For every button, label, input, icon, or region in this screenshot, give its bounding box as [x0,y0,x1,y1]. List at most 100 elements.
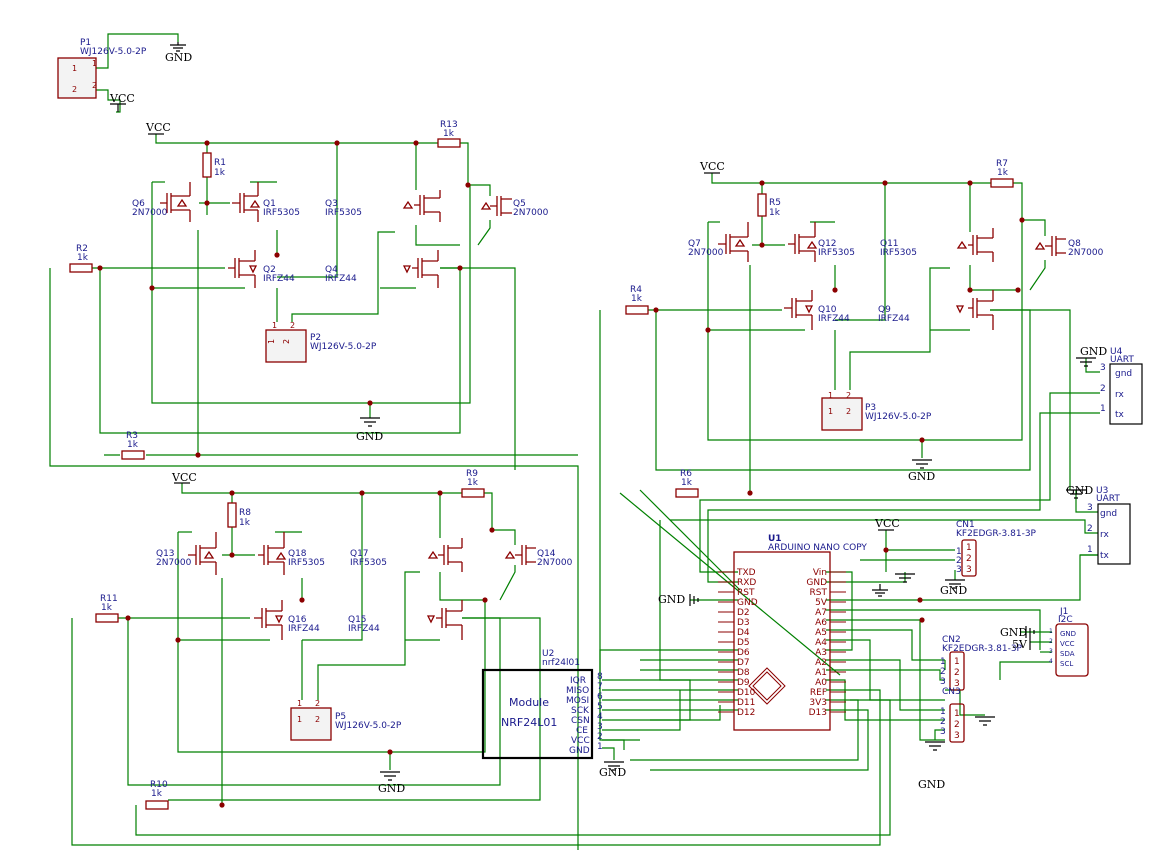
junction-dot [229,490,235,496]
gnd-symbol-p1: GND [165,42,192,64]
gnd-symbol-cn2 [975,716,995,726]
r2-value: 1k [77,253,89,263]
junction-dot [759,180,765,186]
p2-ref: P2 [310,333,321,343]
q8-ref: Q8 [1068,239,1081,249]
cn3-ref: CN3 [942,687,961,697]
p5-pin1-num: 1 [297,699,302,708]
u3-pin-tx: tx [1100,551,1110,561]
5v-label: 5V [1012,638,1028,651]
cn3-pin3-inner: 3 [954,731,960,741]
junction-dot [229,552,235,558]
p5-pin2: 2 [315,715,320,724]
r13-value: 1k [443,129,455,139]
p3-ref: P3 [865,403,876,413]
p3-value: WJ126V-5.0-2P [865,412,932,422]
gnd-symbol-u3: GND [1066,484,1093,499]
connector-p2: 1 2 1 2 P2 WJ126V-5.0-2P [265,321,377,363]
junction-dot [465,182,471,188]
mosfet-q7: Q7 2N7000 [688,222,749,262]
junction-dot [149,285,155,291]
connector-cn3: CN3 1 2 3 1 2 3 [940,687,965,743]
vcc-symbol-p1: VCC [109,92,135,112]
nano-pin-d13: D13 [809,708,827,718]
u2-pinnum-6: 6 [597,692,603,702]
junction-dot [334,140,340,146]
gnd-label: GND [1000,626,1027,639]
junction-dot [175,637,181,643]
j1-pin-scl: SCL [1060,660,1073,668]
p2-pin2-num: 2 [290,321,295,330]
p2-value: WJ126V-5.0-2P [310,342,377,352]
q9-value: IRFZ44 [878,314,910,324]
nano-pin-rst: RST [737,588,755,598]
u2-pin-sck: SCK [571,706,590,716]
q12-ref: Q12 [818,239,837,249]
vcc-symbol-nano: VCC [874,517,900,531]
u4-ref: U4 [1110,347,1123,357]
junction-dot [1015,287,1021,293]
r6-ref: R6 [680,469,692,479]
p1-value: WJ126V-5.0-2P [80,47,147,57]
resistor-r7: R7 1k [990,159,1014,188]
u4-pin3: 3 [1100,363,1106,373]
mosfet-q4: Q4 IRFZ44 [325,250,439,288]
gnd-label: GND [1066,484,1093,497]
gnd-symbol-j1: GND [1000,626,1035,639]
cn3-pin1-inner: 1 [954,709,960,719]
junction-dot [413,140,419,146]
r1-value: 1k [214,168,226,178]
junction-dot [299,597,305,603]
resistor-r6: R6 1k [675,469,699,498]
p3-pin2: 2 [846,391,851,400]
r7-ref: R7 [996,159,1008,169]
cn2-pin3: 3 [940,677,946,687]
u2-title-2: NRF24L01 [501,716,557,729]
arduino-nano-u1: U1 ARDUINO NANO COPY TXDRXDRSTGNDD2D3D4D… [718,534,867,731]
r7-value: 1k [997,168,1009,178]
gnd-label: GND [356,430,383,443]
u2-pinnum-7: 7 [597,682,603,692]
nano-pin-d9: D9 [737,678,750,688]
uart-u4: U4 UART gnd rx tx 3 2 1 [1100,347,1143,425]
nano-pin-d4: D4 [737,628,750,638]
nano-pin-d7: D7 [737,658,750,668]
p2-pin1-num: 1 [272,321,277,330]
junction-dot [125,615,131,621]
u1-ref: U1 [768,534,782,544]
u2-pin-gnd: GND [569,746,590,756]
cn2-ref: CN2 [942,635,961,645]
gnd-symbol-b2: GND [908,459,935,483]
gnd-label: GND [1080,345,1107,358]
junction-dot [457,265,463,271]
q3-ref: Q3 [325,199,338,209]
q13-value: 2N7000 [156,558,192,568]
vcc-label: VCC [145,121,171,134]
p1-ref: P1 [80,38,91,48]
junction-dot [482,597,488,603]
nano-pin-d12: D12 [737,708,755,718]
cn2-pin2: 2 [940,667,946,677]
junction-dot [274,252,280,258]
j1-ref: J1 [1059,607,1068,617]
r8-value: 1k [239,518,251,528]
wires [49,33,1100,850]
q7-ref: Q7 [688,239,701,249]
p3-pin2-inner: 2 [846,407,851,416]
mosfet-q10: Q10 IRFZ44 [784,290,850,330]
u4-pin-gnd: gnd [1115,369,1132,379]
q11-ref: Q11 [880,239,899,249]
cn3-pin3: 3 [940,727,946,737]
j1-pin-gnd: GND [1060,630,1076,638]
q4-ref: Q4 [325,265,338,275]
mosfet-q14: Q14 2N7000 [504,545,573,568]
q8-value: 2N7000 [1068,248,1104,258]
gnd-symbol-cn1: GND [940,579,967,597]
junction-dot [195,452,201,458]
u3-value: UART [1096,494,1120,504]
resistor-r11: R11 1k [95,594,119,623]
gnd-label-floating: GND [918,778,945,791]
